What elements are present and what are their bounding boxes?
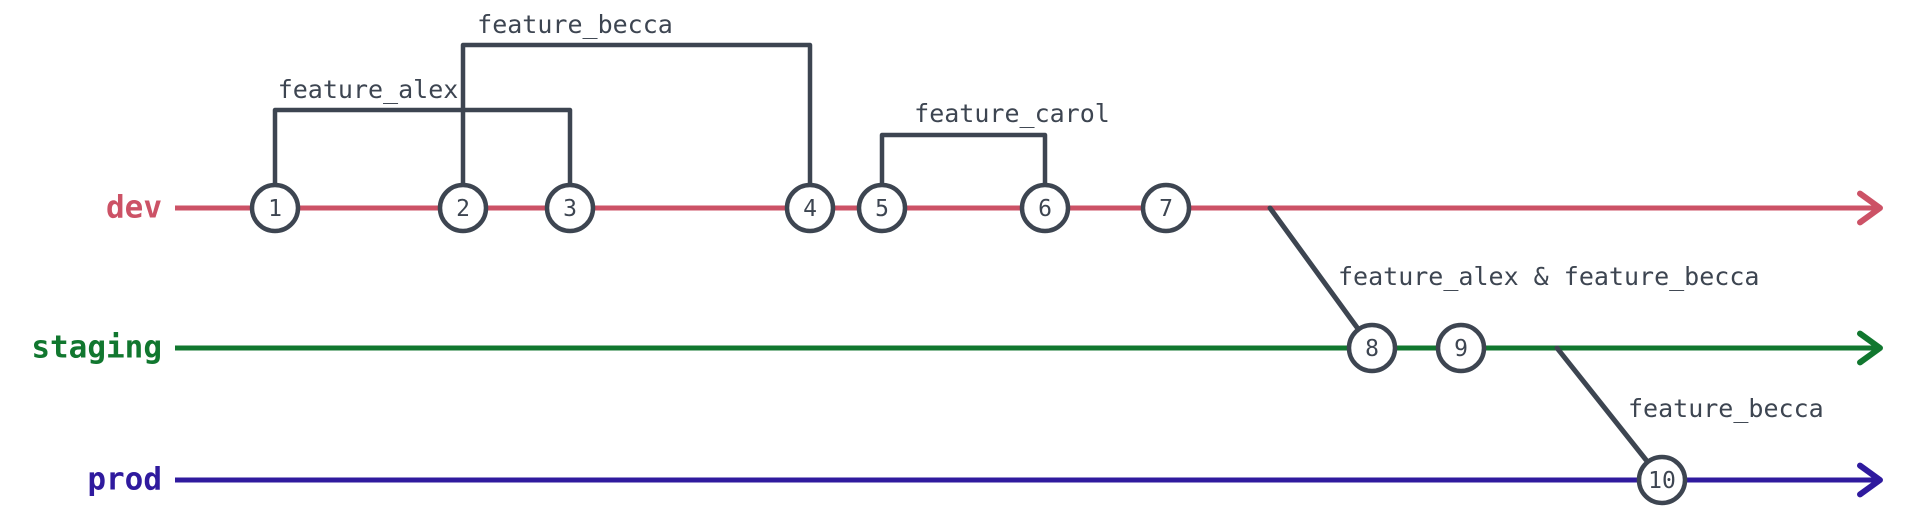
commit-circle-8 <box>1346 322 1398 374</box>
bracket-path-feature_alex <box>272 107 573 188</box>
commit-node-6[interactable]: 6 <box>1019 182 1071 234</box>
feature-label-feature_carol: feature_carol <box>914 99 1110 128</box>
commit-node-5[interactable]: 5 <box>856 182 908 234</box>
arrow-head-staging <box>1857 330 1883 366</box>
feature-bracket-feature_carol[interactable]: feature_carol <box>879 99 1110 188</box>
commit-number-8: 8 <box>1365 336 1379 362</box>
commit-node-1[interactable]: 1 <box>249 182 301 234</box>
bracket-path-feature_carol <box>879 132 1048 188</box>
commit-node-9[interactable]: 9 <box>1435 322 1487 374</box>
commit-node-7[interactable]: 7 <box>1140 182 1192 234</box>
commit-node-4[interactable]: 4 <box>784 182 836 234</box>
branch-lines-group: dev staging prod <box>31 190 1883 498</box>
commit-circle-9 <box>1435 322 1487 374</box>
commit-number-5: 5 <box>875 196 889 222</box>
commit-number-4: 4 <box>803 196 817 222</box>
merge-label-staging-to-prod: feature_becca <box>1628 394 1824 423</box>
bracket-path-feature_becca <box>460 42 813 188</box>
commit-circle-7 <box>1140 182 1192 234</box>
commit-circle-5 <box>856 182 908 234</box>
merge-line-dev-to-staging <box>1267 205 1375 351</box>
commit-number-2: 2 <box>456 196 470 222</box>
merge-staging-to-prod[interactable]: feature_becca <box>1554 345 1824 483</box>
branch-label-dev: dev <box>106 190 162 226</box>
commit-node-2[interactable]: 2 <box>437 182 489 234</box>
feature-brackets-group: feature_alex feature_becca feature_carol <box>272 10 1110 188</box>
feature-label-feature_alex: feature_alex <box>278 75 459 104</box>
commit-number-9: 9 <box>1454 336 1468 362</box>
merge-lines-group: feature_alex & feature_becca feature_bec… <box>1267 205 1824 483</box>
merge-line-staging-to-prod <box>1554 345 1665 483</box>
commit-circle-3 <box>544 182 596 234</box>
arrow-head-prod <box>1857 462 1883 498</box>
commit-circle-4 <box>784 182 836 234</box>
feature-label-feature_becca: feature_becca <box>477 10 673 39</box>
commit-number-7: 7 <box>1159 196 1173 222</box>
commit-number-1: 1 <box>268 196 282 222</box>
branch-prod[interactable]: prod <box>87 462 1883 498</box>
commit-circle-2 <box>437 182 489 234</box>
branch-label-staging: staging <box>31 330 162 366</box>
feature-bracket-feature_alex[interactable]: feature_alex <box>272 75 573 188</box>
commit-circle-10 <box>1636 454 1688 506</box>
merge-label-dev-to-staging: feature_alex & feature_becca <box>1338 262 1759 291</box>
branch-label-prod: prod <box>87 462 162 498</box>
commit-node-3[interactable]: 3 <box>544 182 596 234</box>
commit-nodes-group: 1 2 3 4 5 6 7 8 9 10 <box>249 182 1688 506</box>
commit-node-10[interactable]: 10 <box>1636 454 1688 506</box>
feature-bracket-feature_becca[interactable]: feature_becca <box>460 10 813 188</box>
merge-dev-to-staging[interactable]: feature_alex & feature_becca <box>1267 205 1759 351</box>
branch-dev[interactable]: dev <box>106 190 1883 226</box>
commit-circle-1 <box>249 182 301 234</box>
arrow-head-dev <box>1857 190 1883 226</box>
commit-node-8[interactable]: 8 <box>1346 322 1398 374</box>
commit-circle-6 <box>1019 182 1071 234</box>
branch-staging[interactable]: staging <box>31 330 1883 366</box>
commit-number-10: 10 <box>1648 468 1676 494</box>
commit-number-3: 3 <box>563 196 577 222</box>
commit-number-6: 6 <box>1038 196 1052 222</box>
